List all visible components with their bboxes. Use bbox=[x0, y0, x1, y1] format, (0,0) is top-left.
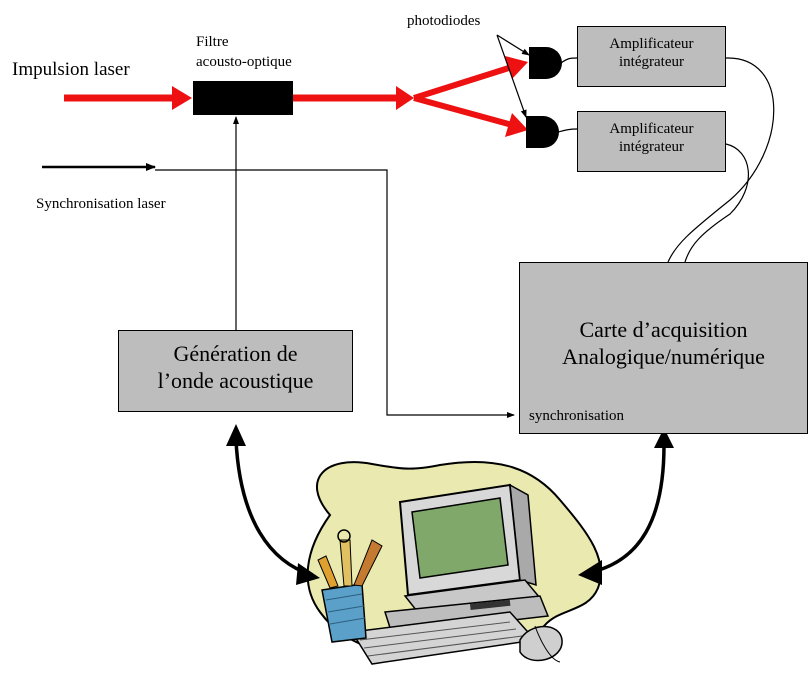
generation-line1: Génération de bbox=[173, 341, 298, 366]
generation-line2: l’onde acoustique bbox=[157, 367, 314, 393]
amplifier-box-2: Amplificateur intégrateur bbox=[577, 111, 726, 172]
acquisition-computer-arrow bbox=[578, 428, 674, 585]
photodiode-1-cable bbox=[560, 57, 579, 64]
acousto-optique-label: acousto-optique bbox=[196, 54, 292, 70]
generation-computer-arrow bbox=[226, 424, 320, 585]
photodiodes-pointers bbox=[496, 34, 530, 118]
amplifier-1-line1: Amplificateur bbox=[609, 36, 694, 52]
photodiode-2-icon bbox=[526, 116, 559, 148]
photodiodes-label: photodiodes bbox=[407, 13, 481, 29]
amplifier-2-line1: Amplificateur bbox=[609, 121, 694, 137]
laser-beam-input bbox=[64, 86, 192, 110]
acquisition-line1: Carte d’acquisition bbox=[579, 317, 748, 342]
generation-box: Génération de l’onde acoustique bbox=[118, 330, 353, 412]
acousto-optic-filter bbox=[193, 81, 293, 115]
photodiode-2-cable bbox=[557, 128, 578, 133]
synchronisation-laser-label: Synchronisation laser bbox=[36, 196, 166, 212]
amplifier-2-cable bbox=[684, 143, 750, 263]
amplifier-1-cable bbox=[667, 57, 775, 263]
sync-line bbox=[155, 169, 515, 418]
acquisition-line2: Analogique/numérique bbox=[562, 343, 765, 369]
laser-beam-split bbox=[293, 56, 528, 137]
filtre-label: Filtre bbox=[196, 34, 229, 50]
acquisition-card-box: Carte d’acquisition Analogique/numérique… bbox=[519, 262, 808, 434]
computer-icon bbox=[317, 483, 563, 665]
photodiode-1-icon bbox=[529, 47, 562, 79]
impulsion-laser-label: Impulsion laser bbox=[12, 59, 130, 80]
amplifier-2-line2: intégrateur bbox=[619, 139, 684, 156]
amplifier-1-line2: intégrateur bbox=[619, 54, 684, 71]
acquisition-sync-label: synchronisation bbox=[529, 408, 624, 424]
amplifier-box-1: Amplificateur intégrateur bbox=[577, 26, 726, 87]
